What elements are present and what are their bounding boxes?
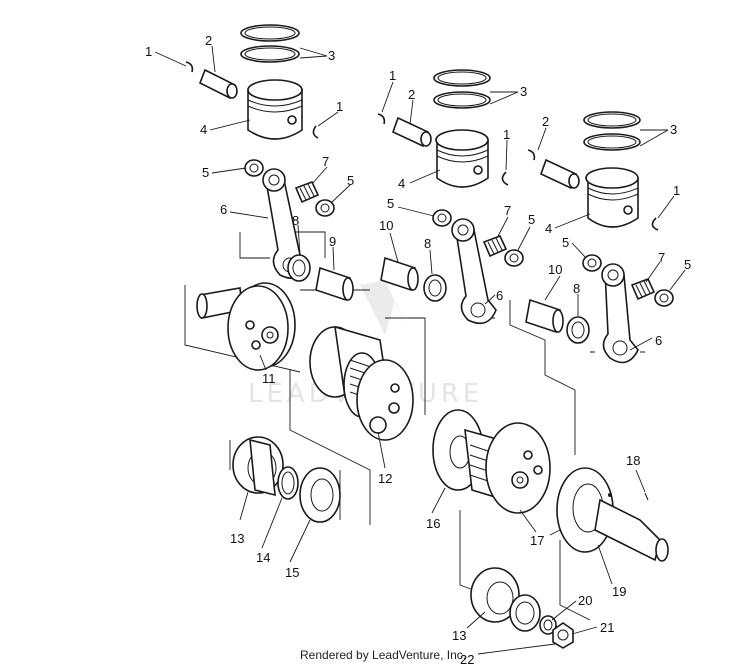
- callout-label: 3: [328, 48, 335, 63]
- callout-label: 1: [336, 99, 343, 114]
- callout-label: 10: [548, 262, 562, 277]
- callout-label: 5: [684, 257, 691, 272]
- callout-label: 4: [200, 122, 207, 137]
- callout-label: 13: [452, 628, 466, 643]
- callout-label: 21: [600, 620, 614, 635]
- callout-label: 8: [292, 213, 299, 228]
- crankshaft-section-16-17: [432, 409, 551, 514]
- callout-label: 19: [612, 584, 626, 599]
- callout-label: 7: [504, 203, 511, 218]
- callout-label: 10: [379, 218, 393, 233]
- callout-label: 3: [520, 84, 527, 99]
- callout-label: 5: [387, 196, 394, 211]
- callout-label: 6: [220, 202, 227, 217]
- crankshaft-section-19: [556, 467, 669, 562]
- callout-label: 2: [205, 33, 212, 48]
- callout-label: 1: [145, 44, 152, 59]
- credit-text: Rendered by LeadVenture, Inc.: [300, 648, 467, 662]
- callout-label: 4: [398, 176, 405, 191]
- callout-label: 5: [347, 173, 354, 188]
- callout-label: 1: [389, 68, 396, 83]
- bearing-stack-left: [232, 436, 341, 523]
- callout-label: 20: [578, 593, 592, 608]
- callout-label: 1: [503, 127, 510, 142]
- callout-label: 2: [542, 114, 549, 129]
- callout-label: 7: [322, 154, 329, 169]
- callout-label: 6: [655, 333, 662, 348]
- leader-lines: [154, 45, 686, 655]
- callout-label: 6: [496, 288, 503, 303]
- callout-label: 7: [658, 250, 665, 265]
- right-cylinder-assembly: [525, 111, 674, 364]
- callout-label: 8: [573, 281, 580, 296]
- middle-cylinder-assembly: [377, 69, 524, 325]
- callout-label: 13: [230, 531, 244, 546]
- callout-label: 14: [256, 550, 270, 565]
- callout-label: 1: [673, 183, 680, 198]
- callout-label: 2: [408, 87, 415, 102]
- callout-label: 11: [262, 371, 276, 386]
- callout-label: 12: [378, 471, 392, 486]
- callout-label: 22: [460, 652, 474, 667]
- left-cylinder-assembly: [185, 24, 354, 302]
- callout-label: 5: [528, 212, 535, 227]
- callout-label: 16: [426, 516, 440, 531]
- callout-label: 17: [530, 533, 544, 548]
- callout-label: 9: [329, 234, 336, 249]
- callout-label: 15: [285, 565, 299, 580]
- callout-labels: 1 2 3 1 4 5 7 5 6 8 9 1 2 3 1 4 5 10 7 5…: [145, 33, 691, 667]
- callout-label: 3: [670, 122, 677, 137]
- callout-label: 5: [202, 165, 209, 180]
- crankshaft-section-12: [309, 325, 414, 441]
- callout-label: 4: [545, 221, 552, 236]
- crankshaft-section-11: [196, 282, 296, 371]
- callout-label: 18: [626, 453, 640, 468]
- callout-label: 8: [424, 236, 431, 251]
- bearing-stack-right: [470, 567, 574, 649]
- callout-label: 5: [562, 235, 569, 250]
